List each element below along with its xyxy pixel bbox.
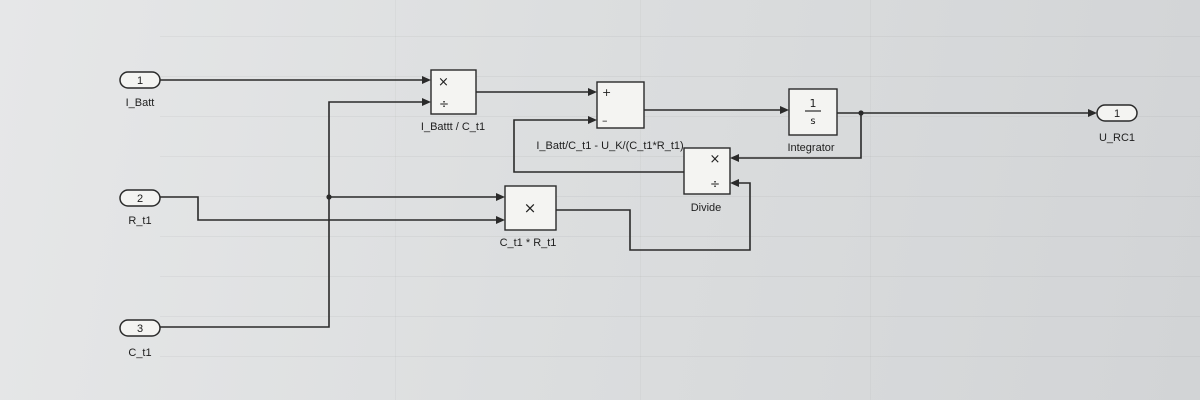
junction-dot [326, 194, 332, 200]
divide-block-feedback[interactable]: × ÷ Divide [683, 147, 731, 214]
arrowhead [496, 216, 505, 224]
signal-r-t1[interactable] [160, 196, 498, 221]
inport-r-t1[interactable]: 2 R_t1 [119, 189, 161, 227]
inport-shape [119, 189, 161, 207]
inport-i-batt[interactable]: 1 I_Batt [119, 71, 161, 109]
signal-lines [160, 76, 1097, 328]
background-table-line [160, 276, 1200, 277]
background-table-column [870, 0, 871, 400]
signal-c-t1[interactable] [160, 101, 424, 328]
arrowhead [422, 76, 431, 84]
background-table-line [160, 196, 1200, 197]
background-table-column [640, 0, 641, 400]
block-label: Divide [691, 202, 722, 214]
outport-label: U_RC1 [1099, 132, 1135, 144]
block-shape [504, 185, 557, 231]
block-shape [430, 69, 477, 115]
divide-block-i-over-c[interactable]: × ÷ I_Battt / C_t1 [421, 69, 485, 133]
block-shape [596, 81, 645, 129]
arrowhead [588, 116, 597, 124]
integrator-block[interactable]: 1 s Integrator [787, 88, 838, 154]
multiply-icon: × [438, 75, 449, 90]
block-shape [788, 88, 838, 136]
minus-sign: – [602, 114, 608, 127]
multiply-icon: × [524, 199, 537, 217]
background-table-column [395, 0, 396, 400]
junction-dot [858, 110, 864, 116]
integrator-numerator: 1 [810, 97, 817, 110]
outport-u-rc1[interactable]: 1 U_RC1 [1096, 104, 1138, 144]
signal-u-rc1-feedback[interactable] [737, 113, 862, 159]
inport-number: 3 [137, 323, 143, 335]
background-table-line [160, 76, 1200, 77]
arrowhead [1088, 109, 1097, 117]
background-table-line [160, 156, 1200, 157]
block-shape [683, 147, 731, 195]
multiply-icon: × [710, 152, 721, 167]
background-table-line [160, 356, 1200, 357]
product-block-c-times-r[interactable]: × C_t1 * R_t1 [500, 185, 557, 249]
block-label: Integrator [787, 142, 834, 154]
arrowhead [730, 179, 739, 187]
signal-feedback-term[interactable] [513, 119, 684, 173]
inport-label: C_t1 [128, 347, 151, 359]
arrowhead [780, 106, 789, 114]
arrowhead [730, 154, 739, 162]
block-label: I_Batt/C_t1 - U_K/(C_t1*R_t1) [536, 140, 683, 152]
inport-shape [119, 71, 161, 89]
signal-c-times-r[interactable] [556, 182, 751, 251]
integrator-denominator: s [810, 116, 815, 127]
arrowhead [422, 98, 431, 106]
inport-label: R_t1 [128, 215, 151, 227]
arrowhead [496, 193, 505, 201]
background-table-line [160, 316, 1200, 317]
background-table-line [160, 36, 1200, 37]
arrowhead [588, 88, 597, 96]
block-label: C_t1 * R_t1 [500, 237, 557, 249]
sum-block[interactable]: + – I_Batt/C_t1 - U_K/(C_t1*R_t1) [536, 81, 684, 152]
inport-number: 2 [137, 193, 143, 205]
inport-shape [119, 319, 161, 337]
divide-icon: ÷ [710, 177, 720, 191]
inport-c-t1[interactable]: 3 C_t1 [119, 319, 161, 359]
outport-number: 1 [1114, 108, 1120, 120]
background-table-line [160, 236, 1200, 237]
outport-shape [1096, 104, 1138, 122]
inport-number: 1 [137, 75, 143, 87]
inport-label: I_Batt [126, 97, 155, 109]
block-label: I_Battt / C_t1 [421, 121, 485, 133]
background-table-line [160, 116, 1200, 117]
plus-sign: + [602, 86, 611, 99]
divide-icon: ÷ [439, 97, 449, 111]
